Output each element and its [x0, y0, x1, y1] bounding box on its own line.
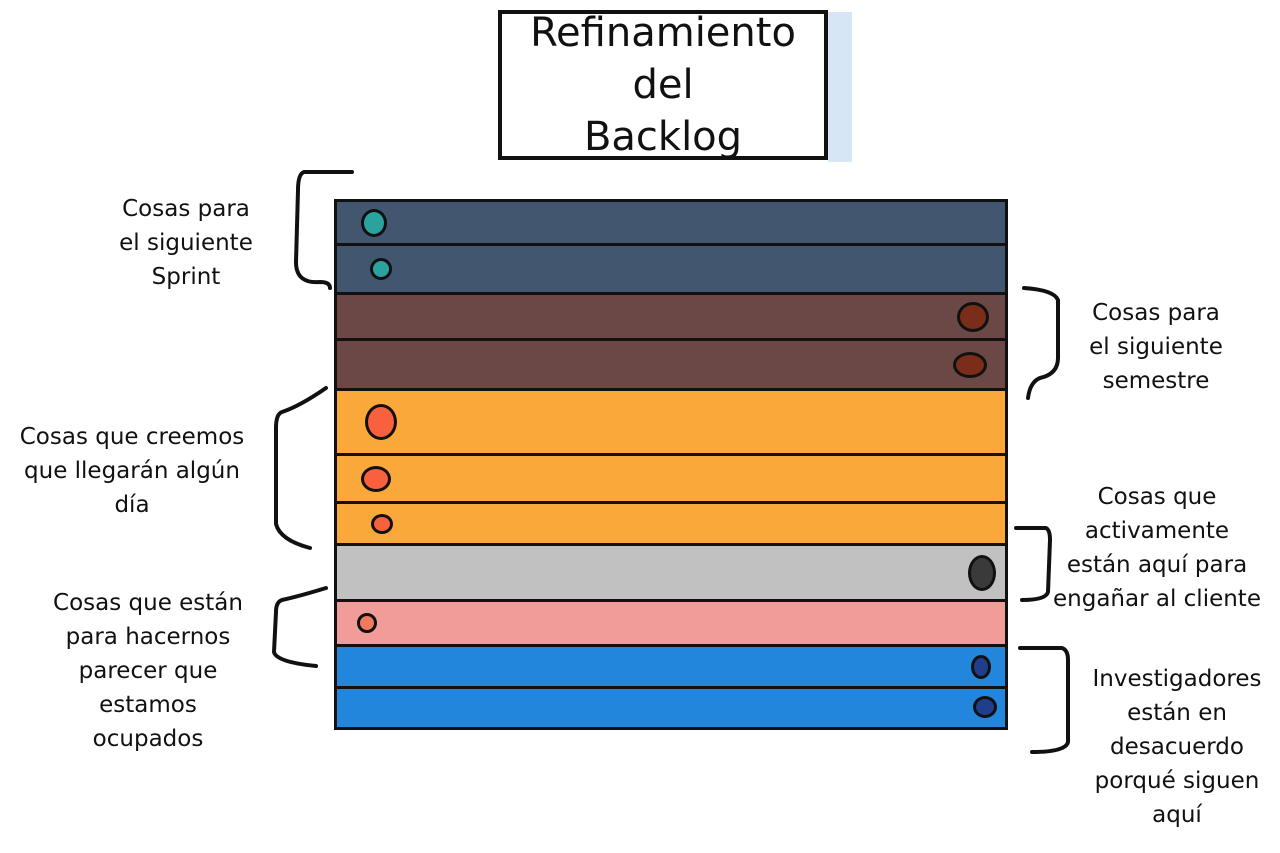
bracket-someday	[274, 386, 328, 550]
title-line-2: Backlog	[583, 114, 743, 160]
backlog-item-dot	[371, 514, 393, 534]
backlog-row	[337, 602, 1005, 647]
title-line-1: Refinamiento del	[530, 10, 796, 108]
backlog-item-dot	[953, 352, 987, 378]
backlog-stack	[334, 199, 1008, 730]
annotation-someday: Cosas que creemos que llegarán algún día	[19, 424, 245, 518]
backlog-row	[337, 391, 1005, 456]
backlog-item-dot	[365, 404, 397, 440]
backlog-row	[337, 689, 1005, 727]
backlog-row	[337, 295, 1005, 341]
backlog-item-dot	[361, 209, 387, 237]
backlog-row	[337, 546, 1005, 602]
bracket-researchers	[1018, 646, 1070, 754]
backlog-row	[337, 647, 1005, 689]
annotation-look-busy: Cosas que están para hacernos parecer qu…	[53, 590, 243, 752]
backlog-row	[337, 456, 1005, 504]
annotation-next-sprint: Cosas para el siguiente Sprint	[119, 196, 253, 290]
bracket-look-busy	[272, 586, 328, 668]
title-box-shadow	[828, 12, 852, 162]
backlog-item-dot	[957, 302, 989, 332]
backlog-item-dot	[370, 258, 392, 280]
backlog-row	[337, 246, 1005, 295]
annotation-next-semester: Cosas para el siguiente semestre	[1089, 300, 1223, 394]
backlog-row	[337, 202, 1005, 246]
backlog-item-dot	[973, 696, 997, 718]
backlog-item-dot	[361, 466, 391, 492]
bracket-next-semester	[1022, 286, 1060, 400]
backlog-row	[337, 341, 1005, 391]
title-box: Refinamiento del Backlog	[498, 10, 828, 160]
backlog-item-dot	[971, 655, 991, 679]
backlog-row	[337, 504, 1005, 546]
annotation-fool-client: Cosas que activamente están aquí para en…	[1053, 484, 1261, 612]
annotation-researchers: Investigadores están en desacuerdo porqu…	[1092, 666, 1262, 828]
backlog-item-dot	[968, 555, 996, 591]
backlog-item-dot	[357, 613, 377, 633]
